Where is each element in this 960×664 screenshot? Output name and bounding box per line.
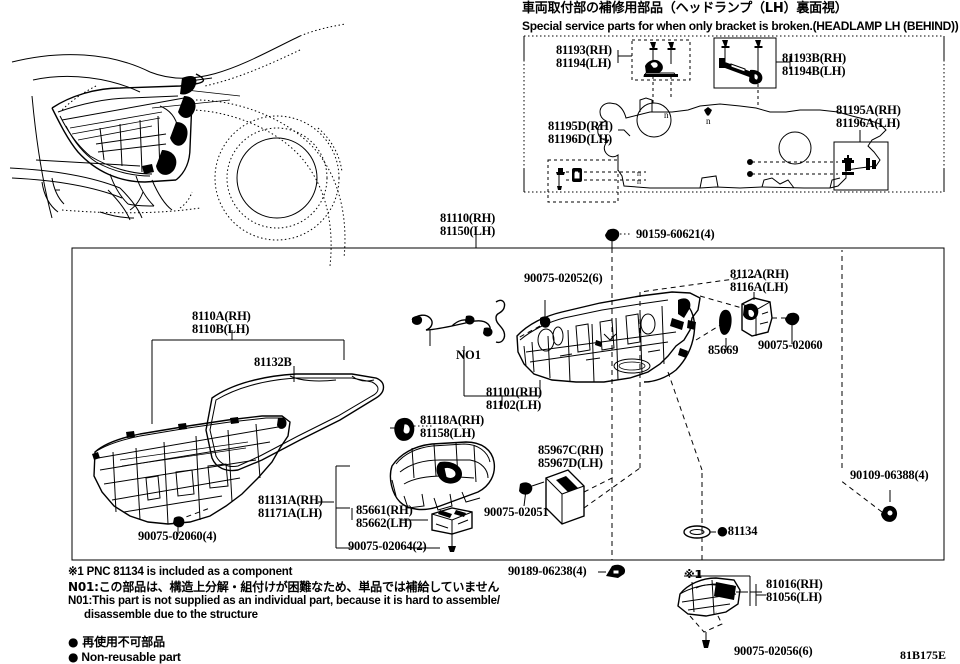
leveling-bracket bbox=[519, 467, 641, 525]
part-label-81193b: 81193B(RH) 81194B(LH) bbox=[782, 51, 846, 78]
part-label-85669: 85669 bbox=[708, 343, 739, 357]
adjust-bracket bbox=[695, 295, 800, 344]
part-label-85661: 85661(RH) 85662(LH) bbox=[356, 503, 413, 530]
diagram-code: 81B175E bbox=[900, 648, 947, 662]
legend-bullet-jp: ● bbox=[68, 635, 79, 649]
footnote-n01-jp: N01:この部品は、構造上分解・組付けが困難なため、単品では補給していません bbox=[68, 580, 500, 594]
fastener-label-90109-06388: 90109-06388(4) bbox=[850, 468, 929, 482]
part-label-8110a: 8110A(RH) 8110B(LH) bbox=[192, 309, 251, 336]
part-label-81132b: 81132B bbox=[254, 355, 292, 369]
footnote-n01-en-line1: N01:This part is not supplied as an indi… bbox=[68, 595, 500, 607]
part-label-81118a: 81118A(RH) 81158(LH) bbox=[420, 413, 484, 440]
part-label-81193: 81193(RH) 81194(LH) bbox=[556, 43, 612, 70]
wire-harness bbox=[411, 299, 506, 346]
fastener-label-90075-02052: 90075-02052(6) bbox=[524, 271, 603, 285]
part-label-81016: 81016(RH) 81056(LH) bbox=[766, 577, 823, 604]
fastener-label-90075-02056: 90075-02056(6) bbox=[734, 644, 813, 658]
part-label-81195a: 81195A(RH) 81196A(LH) bbox=[836, 103, 901, 130]
main-frame bbox=[71, 230, 945, 561]
panel-title-jp: 車両取付部の補修用部品（ヘッドランプ（LH）裏面視） bbox=[522, 1, 848, 16]
part-number-81134: 81134 bbox=[727, 524, 758, 538]
headlamp-housing bbox=[516, 291, 701, 383]
led-module bbox=[677, 570, 762, 648]
part-label-8112a: 8112A(RH) 8116A(LH) bbox=[730, 267, 789, 294]
svg-text:n: n bbox=[706, 116, 711, 126]
svg-text:n: n bbox=[637, 177, 641, 186]
grommet-81134 bbox=[683, 525, 716, 539]
fastener-label-90075-02064: 90075-02064(2) bbox=[348, 539, 427, 553]
fastener-label-90075-02060-left: 90075-02060(4) bbox=[138, 529, 217, 543]
legend-non-reusable-en: ● Non-reusable part bbox=[68, 650, 181, 664]
legend-bullet-en: ● bbox=[68, 650, 79, 664]
svg-text:n: n bbox=[664, 110, 669, 120]
non-reusable-bullet-81134: ● bbox=[717, 523, 728, 538]
lamp-lens-cover bbox=[92, 373, 385, 536]
part-label-85967c: 85967C(RH) 85967D(LH) bbox=[538, 443, 604, 470]
note-marker-81016: ※1 bbox=[684, 568, 702, 581]
bracket-service-panel: n n n n bbox=[523, 35, 945, 203]
svg-text:n: n bbox=[637, 169, 641, 178]
fastener-label-90075-02060-right: 90075-02060 bbox=[758, 338, 823, 352]
ballast-unit bbox=[431, 507, 473, 552]
part-label-81101: 81101(RH) 81102(LH) bbox=[486, 385, 542, 412]
legend-text-jp: 再使用不可部品 bbox=[82, 635, 165, 649]
projector-unit bbox=[389, 417, 496, 511]
part-label-81131a: 81131A(RH) 81171A(LH) bbox=[258, 493, 323, 520]
part-label-81110-assembly: 81110(RH) 81150(LH) bbox=[440, 211, 496, 238]
fasteners-and-leaders bbox=[151, 228, 898, 606]
fastener-label-90189-06238: 90189-06238(4) bbox=[508, 564, 587, 578]
fastener-label-90159-60621: 90159-60621(4) bbox=[636, 227, 715, 241]
part-label-81195d: 81195D(RH) 81196D(LH) bbox=[548, 119, 613, 146]
part-label-81134: ●81134 bbox=[717, 523, 758, 538]
footnote-star1: ※1 PNC 81134 is included as a component bbox=[68, 566, 293, 578]
legend-text-en: Non-reusable part bbox=[81, 650, 181, 664]
footnote-n01-en-line2: disassemble due to the structure bbox=[84, 609, 258, 621]
part-label-no1: NO1 bbox=[456, 348, 481, 362]
panel-title-en: Special service parts for when only brac… bbox=[522, 19, 959, 33]
fastener-label-90075-02051: 90075-02051 bbox=[484, 505, 549, 519]
legend-non-reusable-jp: ● 再使用不可部品 bbox=[68, 633, 165, 650]
vehicle-illustration bbox=[9, 23, 346, 267]
